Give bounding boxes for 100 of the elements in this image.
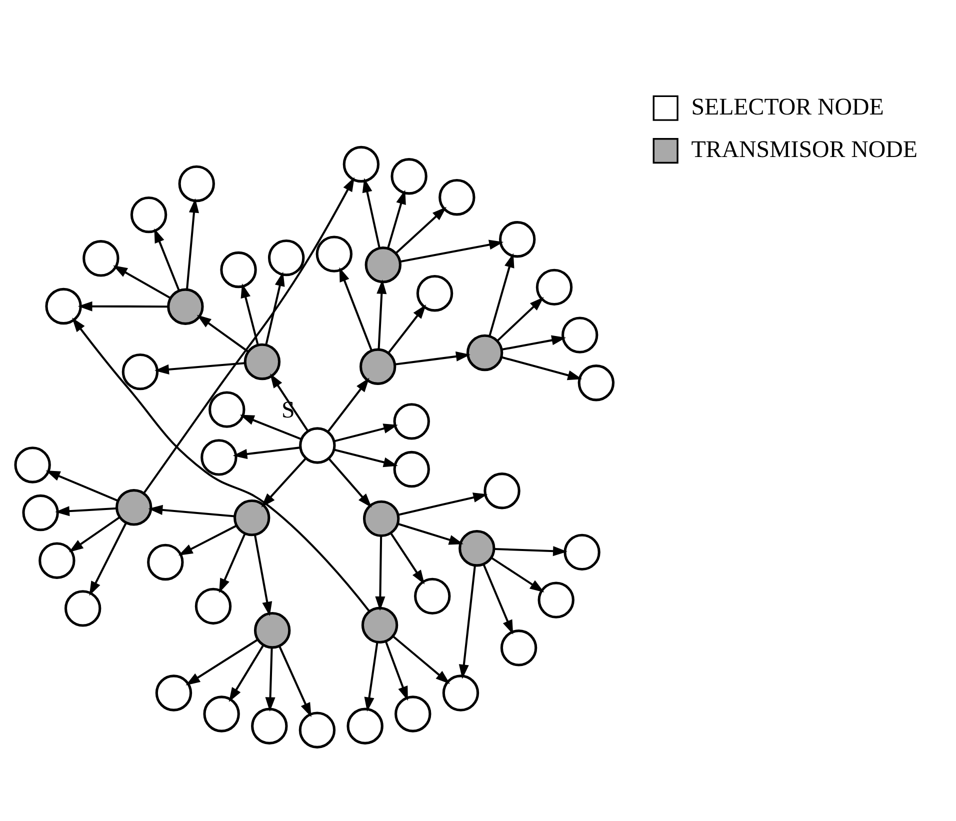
node-circle [564,533,600,570]
node-circle [390,158,428,194]
node-circle [130,196,168,233]
legend-label: TRANSMISOR NODE [691,136,918,163]
node-circle [466,334,504,371]
arrow [89,522,128,596]
node-circle [361,606,398,643]
arrow [392,635,450,684]
arrow [265,646,276,712]
node-circle [298,711,336,748]
arrow [496,296,544,341]
node-circle [200,438,238,476]
node-circle [342,145,380,182]
node-circle [316,235,353,272]
node-circle [299,426,336,464]
arrow [458,564,476,678]
arrow [186,198,199,290]
node-circle [359,348,396,384]
arrow [390,532,425,584]
arrow [339,266,373,350]
arrow [186,638,258,685]
node-circle [45,287,82,324]
arrow [388,304,426,353]
arrow [362,178,380,248]
arrow [278,645,312,717]
node-circle [203,695,240,732]
node-circle [194,587,232,624]
arrow [154,362,245,374]
node-circle [362,500,400,537]
node-circle [500,629,538,666]
node-circle [116,488,152,526]
arrow [240,283,259,345]
arrow [178,524,236,556]
arrow [490,556,544,592]
legend-label: SELECTOR NODE [691,94,884,120]
node-circle [178,164,215,202]
node-circle [484,472,520,509]
node-circle [393,450,430,488]
arrow [143,176,354,494]
arrow [328,458,372,508]
arrow [148,504,235,517]
node-circle [394,695,432,732]
arrow [384,640,408,700]
arrow [327,377,370,432]
arrow [232,446,300,459]
node-circle [82,240,120,276]
arrow [78,300,168,311]
node-label: S [282,397,295,424]
arrow [46,470,118,502]
arrow [398,522,464,544]
arrow [334,448,398,467]
arrow [387,189,406,248]
node-circle [578,364,615,401]
node-circle [38,542,76,578]
node-circle [64,590,102,626]
arrow [488,252,514,336]
node-circle [122,352,159,390]
node-circle [562,316,598,353]
node-circle [414,577,451,614]
node-circle [167,288,204,324]
arrow [502,334,566,350]
node-circle [22,494,59,531]
node-circle [442,674,480,711]
node-circle [234,498,270,536]
arrow [72,317,370,612]
arrow [364,642,378,712]
arrow [395,206,446,254]
arrow [398,492,488,516]
arrow [113,264,170,298]
node-circle [393,402,430,440]
arrow [261,458,306,507]
node-circle [254,612,291,648]
node-circle [155,674,192,711]
node-circle [244,342,281,380]
node-circle [208,390,246,428]
node-circle [268,238,305,276]
node-circle [498,220,536,258]
arrow [334,423,398,442]
arrow [228,644,264,702]
arrow [55,506,117,516]
arrow [196,314,249,352]
arrow [376,278,387,349]
arrow [270,373,309,431]
arrow [265,271,285,345]
arrow [254,534,272,616]
arrow [494,546,568,556]
arrow [68,516,120,552]
node-circle [251,707,288,744]
node-circle [346,707,384,744]
node-circle [416,274,454,312]
node-circle [538,581,574,618]
node-circle [458,529,496,566]
node-circle [147,543,184,580]
arrow [482,563,514,634]
arrow [240,414,302,440]
arrow [501,356,582,380]
node-circle [220,250,257,288]
arrow [154,228,180,291]
arrow [400,239,504,262]
arrow [375,535,386,610]
